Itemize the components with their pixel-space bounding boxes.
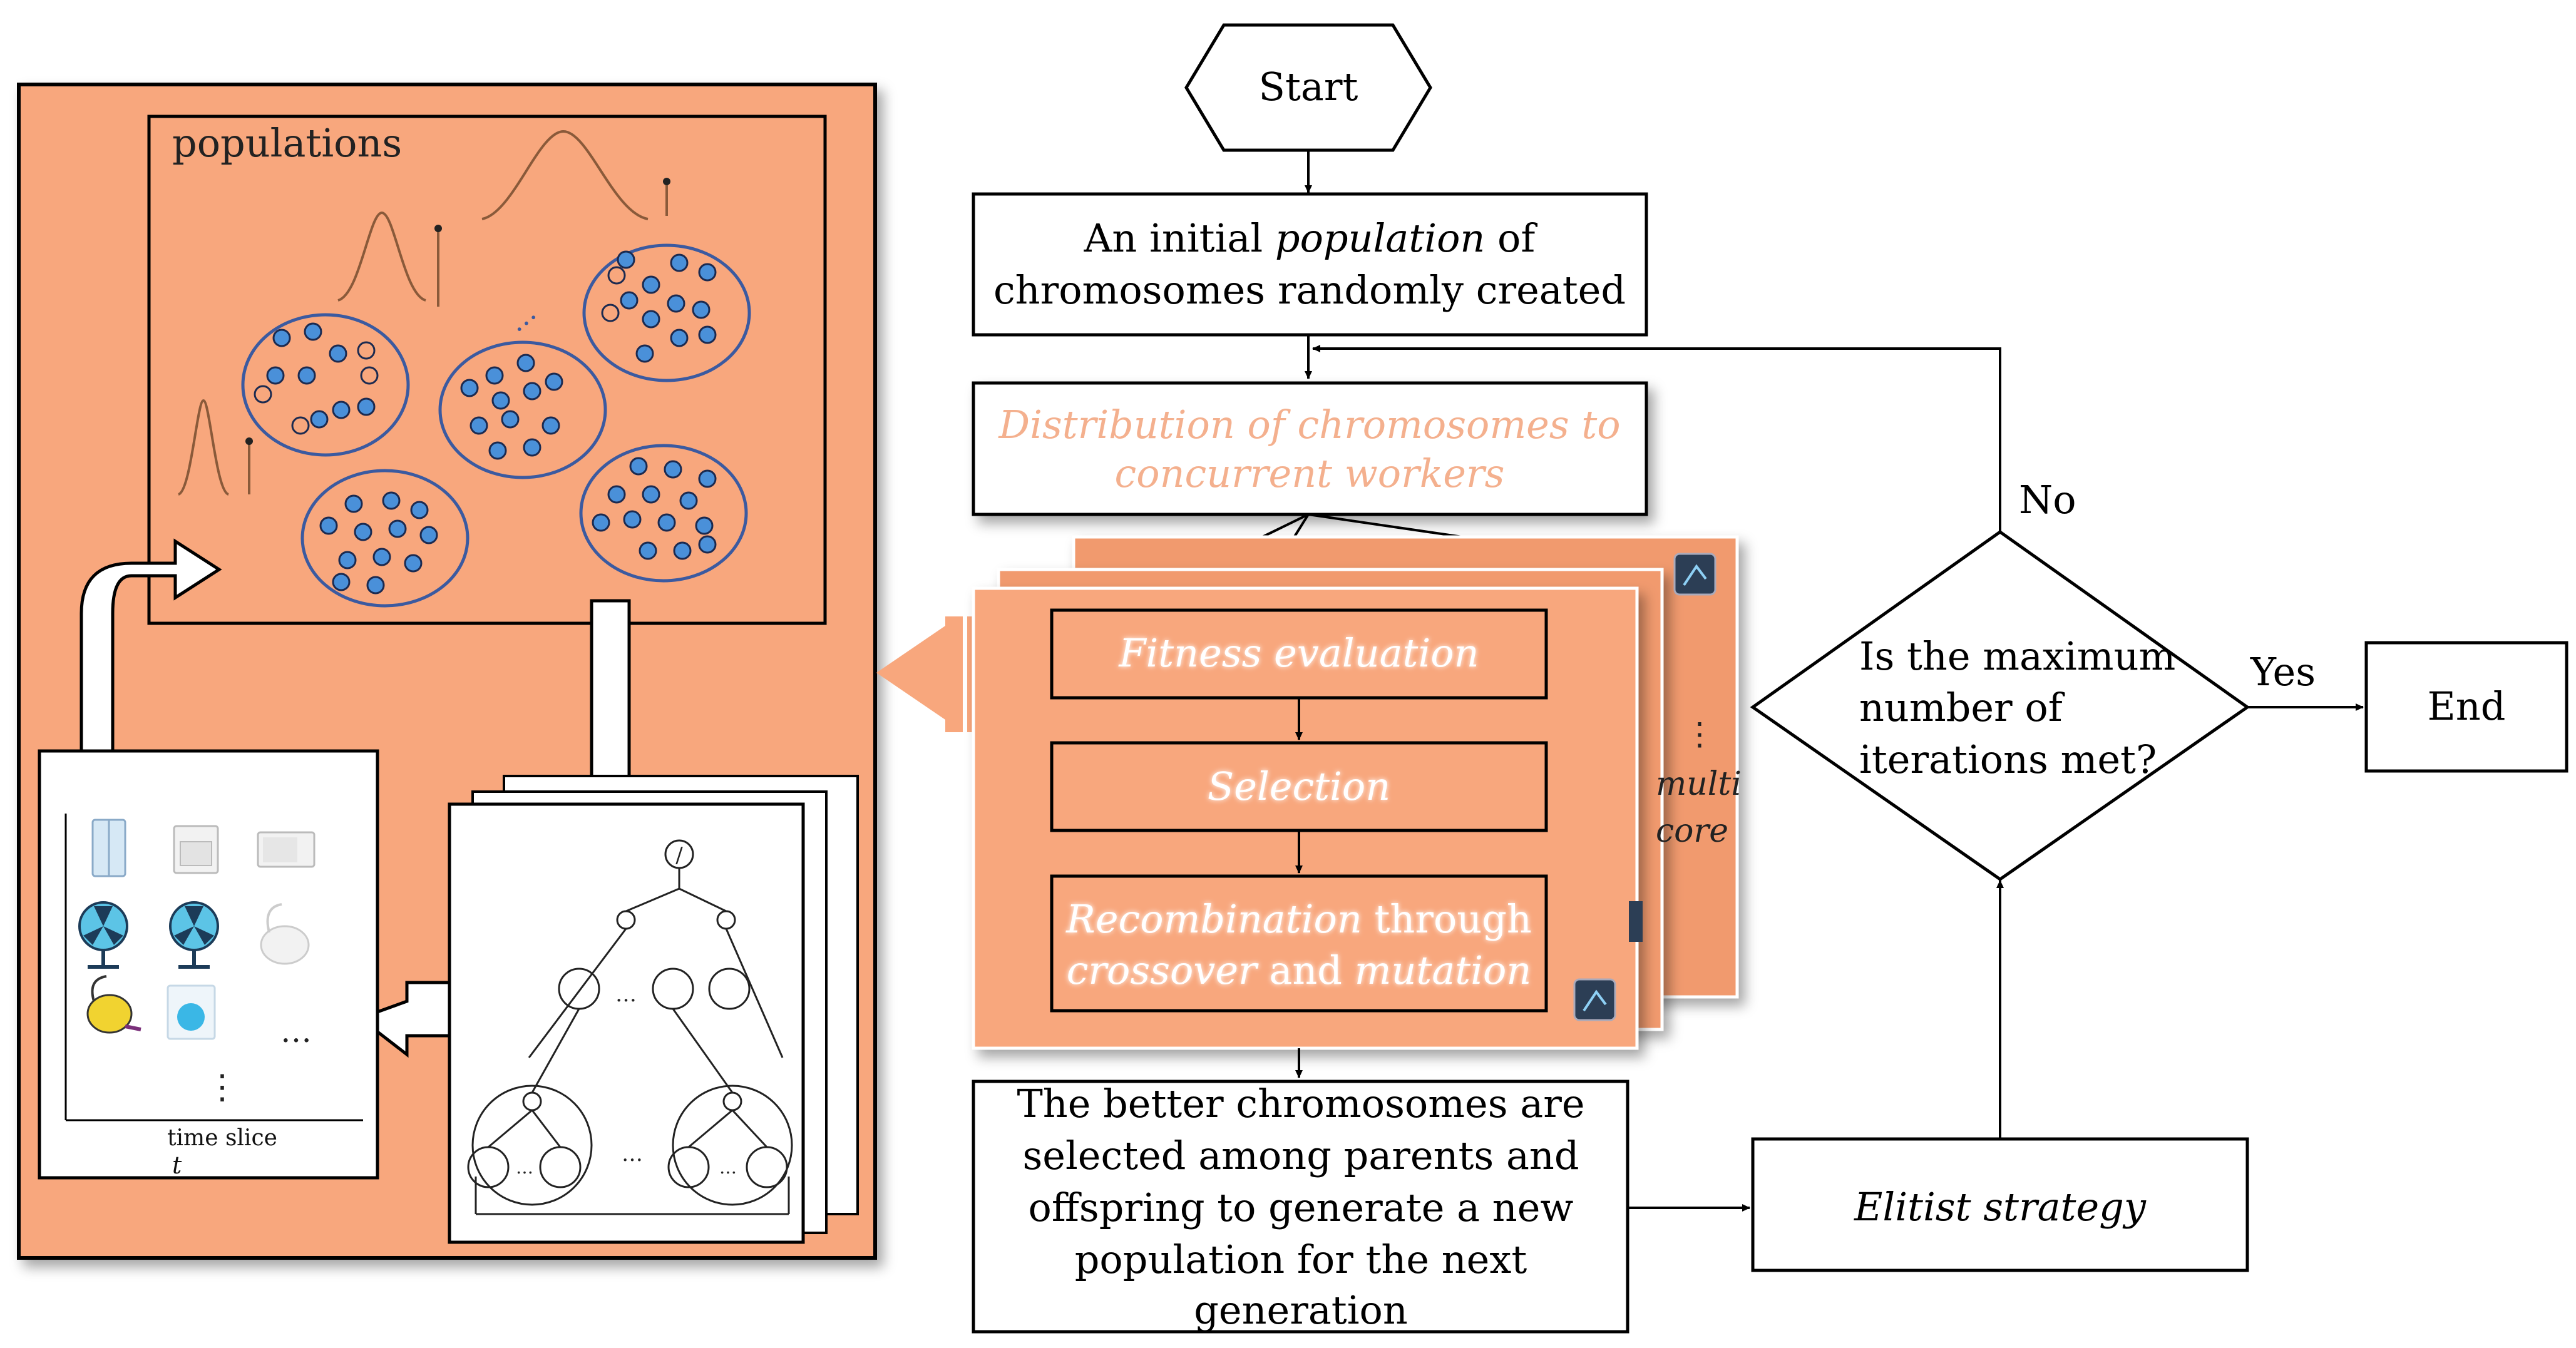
distribution-line2: concurrent workers	[1115, 451, 1505, 496]
multi-core-label-line2: core	[1656, 812, 1728, 850]
distribution-curves	[177, 130, 668, 496]
no-label: No	[2019, 477, 2076, 523]
better-chromosomes-box	[972, 1080, 1629, 1334]
processor-core-icon	[1629, 901, 1643, 942]
microwave-icon	[257, 831, 316, 868]
decision-line: Is the maximum	[1859, 633, 2175, 679]
gaussian-curve-icon	[337, 211, 426, 302]
yes-label: Yes	[2250, 649, 2316, 695]
oven-icon	[173, 825, 219, 874]
better-chromosomes-line: selected among parents and	[1022, 1133, 1579, 1178]
decision-line: number of	[1859, 685, 2065, 730]
refrigerator-icon	[91, 819, 126, 877]
vacuum-icon	[86, 975, 141, 1034]
appliances-box	[38, 749, 379, 1180]
distribution-box	[972, 381, 1648, 516]
initial-population-box	[972, 192, 1648, 337]
processor-core-icon	[1673, 553, 1716, 596]
recombination-box	[1050, 874, 1548, 1013]
gaussian-curve-icon	[481, 130, 649, 220]
initial-population-line2: chromosomes randomly created	[993, 267, 1626, 313]
distribution-line1: Distribution of chromosomes to	[998, 402, 1620, 447]
end-label: End	[2428, 683, 2506, 729]
fan-icon	[78, 901, 128, 969]
network-top-symbol: /	[675, 843, 683, 868]
better-chromosomes-line: offspring to generate a new	[1029, 1185, 1574, 1230]
vacuum-icon	[260, 903, 310, 965]
better-chromosomes-line: population for the next	[1075, 1237, 1527, 1282]
fitness-evaluation-box	[1050, 608, 1548, 700]
network-ellipsis: …	[719, 1157, 737, 1178]
fitness-evaluation-label: Fitness evaluation	[1118, 630, 1479, 676]
decision-line: iterations met?	[1859, 737, 2157, 782]
network-ellipsis: …	[622, 1141, 643, 1167]
population-cluster	[300, 469, 470, 608]
time-variable-label: t	[172, 1151, 182, 1179]
population-cluster	[241, 313, 410, 457]
recombination-line1: Recombination through	[1065, 896, 1532, 942]
selection-label: Selection	[1208, 763, 1390, 809]
start-label: Start	[1259, 64, 1358, 110]
start-node	[1184, 23, 1432, 152]
recombination-line2: crossover and mutation	[1067, 947, 1532, 993]
end-node	[2364, 641, 2568, 773]
appliances-ellipsis: …	[280, 1013, 312, 1049]
parallel-to-population-arrow-icon	[876, 616, 972, 732]
appliances-vertical-ellipsis: ⋮	[205, 1067, 239, 1106]
neural-network-diagram	[467, 839, 793, 1215]
populations-box	[147, 115, 827, 625]
initial-population-line1: An initial population of	[1084, 215, 1538, 261]
population-cluster	[579, 444, 748, 583]
elitist-strategy-label: Elitist strategy	[1854, 1184, 2147, 1230]
better-chromosomes-line: The better chromosomes are	[1017, 1081, 1584, 1126]
population-cluster	[438, 340, 607, 479]
left-panel: populations …	[17, 83, 877, 1260]
multi-core-ellipsis: ⋮	[1684, 716, 1715, 752]
better-chromosomes-text: The better chromosomes are selected amon…	[1017, 1081, 1584, 1333]
processor-core-icon	[1573, 978, 1616, 1021]
gaussian-curve-icon	[177, 399, 230, 496]
fan-icon	[169, 901, 219, 969]
time-slice-label: time slice	[167, 1125, 277, 1151]
max-iterations-decision	[1750, 529, 2250, 882]
washing-machine-icon	[167, 984, 216, 1040]
population-cluster	[582, 243, 751, 382]
network-ellipsis: …	[615, 982, 637, 1007]
network-ellipsis: …	[516, 1157, 533, 1178]
multi-core-label-line1: multi	[1656, 765, 1742, 803]
elitist-strategy-box	[1751, 1137, 2249, 1272]
better-chromosomes-line: generation	[1194, 1287, 1408, 1333]
populations-label: populations	[172, 120, 402, 166]
